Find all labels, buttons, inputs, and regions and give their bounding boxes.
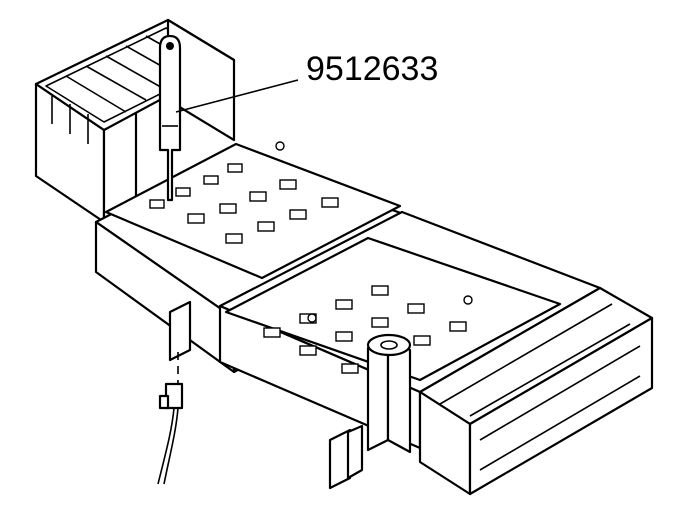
fuse-puller-tool	[158, 34, 182, 202]
mounting-legs	[168, 300, 364, 490]
wire-connector	[157, 352, 184, 485]
callout-leader-line	[175, 79, 299, 113]
part-number-callout: 9512633	[306, 50, 439, 88]
side-connector-block	[418, 286, 654, 496]
fuse-slot-plate	[104, 141, 562, 382]
alignment-post	[366, 333, 412, 454]
